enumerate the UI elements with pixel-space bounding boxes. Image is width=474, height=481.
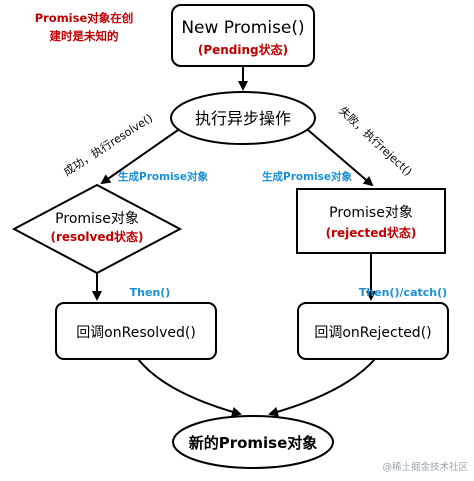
new-promise-title: New Promise() <box>181 18 304 38</box>
then-label: Then() <box>130 286 171 299</box>
new-promise-state: (Pending状态) <box>198 42 288 57</box>
on-resolved-node <box>55 302 217 360</box>
new-object-node <box>172 415 334 469</box>
new-object-label: 新的Promise对象 <box>189 434 318 452</box>
arrow-to-resolved <box>100 129 179 185</box>
rejected-node <box>296 188 446 254</box>
annotation-line-2: 建时是未知的 <box>50 29 119 43</box>
arrow-rejected-to-new <box>268 358 376 417</box>
on-resolved-label: 回调onResolved() <box>76 325 196 341</box>
resolved-title: Promise对象 <box>55 211 139 227</box>
arrow-resolved-to-new <box>137 358 242 417</box>
then-catch-label: Then()/catch() <box>359 286 447 299</box>
gen-right-label: 生成Promise对象 <box>262 170 352 183</box>
on-rejected-node <box>297 302 449 360</box>
resolved-node <box>11 183 183 275</box>
success-label: 成功，执行resolve() <box>61 111 155 179</box>
annotation-line-1: Promise对象在创 <box>35 11 134 25</box>
rejected-title: Promise对象 <box>329 205 413 221</box>
execute-label: 执行异步操作 <box>195 109 291 128</box>
watermark: @稀土掘金技术社区 <box>382 461 468 473</box>
rejected-state: (rejected状态) <box>326 225 417 240</box>
execute-node <box>170 91 316 145</box>
resolved-state: (resolved状态) <box>50 229 143 244</box>
arrow-to-rejected <box>307 129 374 187</box>
on-rejected-label: 回调onRejected() <box>314 325 431 341</box>
fail-label: 失败，执行reject() <box>336 104 415 179</box>
gen-left-label: 生成Promise对象 <box>118 170 208 183</box>
